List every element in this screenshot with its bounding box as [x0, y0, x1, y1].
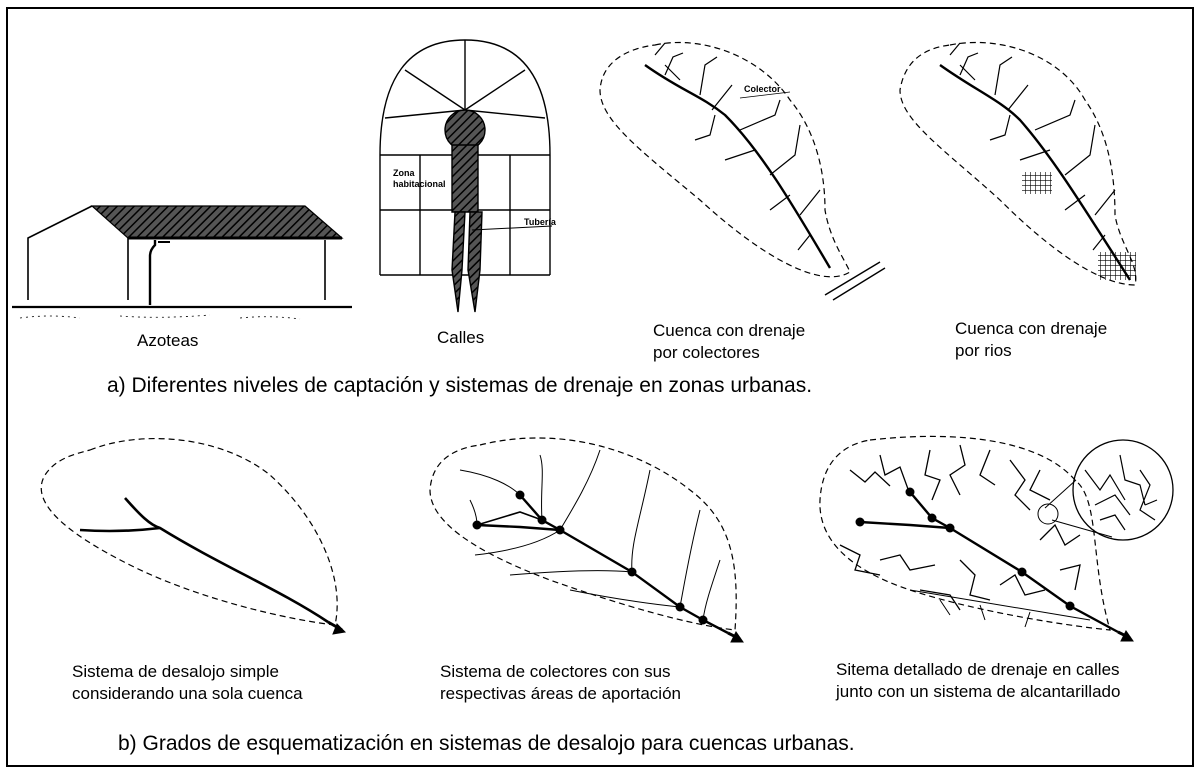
label-cuenca-rios: Cuenca con drenaje por rios	[955, 318, 1107, 362]
label-cuenca-colectores: Cuenca con drenaje por colectores	[653, 320, 805, 364]
watershed-collectors	[599, 41, 886, 301]
habitacional-label: habitacional	[393, 179, 446, 189]
zona-habitacional-annotation: Zona habitacional	[393, 168, 446, 190]
label-cuenca-colectores-line2: por colectores	[653, 343, 760, 362]
tuberia-annotation: Tubería	[524, 217, 556, 227]
detailed-drainage-diagram	[819, 435, 1174, 642]
collector-system-diagram	[429, 437, 744, 643]
simple-system-diagram	[40, 438, 347, 635]
label-colectores-line1: Sistema de colectores con sus	[440, 662, 671, 681]
label-cuenca-rios-line1: Cuenca con drenaje	[955, 319, 1108, 338]
label-azoteas: Azoteas	[137, 331, 199, 350]
colector-annotation: Colector	[744, 84, 781, 94]
label-simple-line1: Sistema de desalojo simple	[72, 662, 279, 681]
label-collector-system: Sistema de colectores con sus respectiva…	[440, 661, 681, 705]
label-colectores-line2: respectivas áreas de aportación	[440, 684, 681, 703]
label-calles: Calles	[437, 328, 485, 347]
label-detailed-system: Sitema detallado de drenaje en calles ju…	[836, 659, 1120, 703]
label-simple-system: Sistema de desalojo simple considerando …	[72, 661, 303, 705]
street-illustration	[379, 39, 553, 313]
watershed-rivers	[899, 41, 1137, 286]
label-detallado-line1: Sitema detallado de drenaje en calles	[836, 660, 1120, 679]
label-simple-line2: considerando una sola cuenca	[72, 684, 303, 703]
house-illustration	[12, 205, 352, 320]
zona-label: Zona	[393, 168, 415, 178]
label-cuenca-rios-line2: por rios	[955, 341, 1012, 360]
figure-border	[6, 7, 1194, 767]
caption-b: b) Grados de esquematización en sistemas…	[118, 732, 855, 755]
label-detallado-line2: junto con un sistema de alcantarillado	[836, 682, 1121, 701]
label-cuenca-colectores-line1: Cuenca con drenaje	[653, 321, 806, 340]
caption-a: a) Diferentes niveles de captación y sis…	[107, 374, 813, 397]
